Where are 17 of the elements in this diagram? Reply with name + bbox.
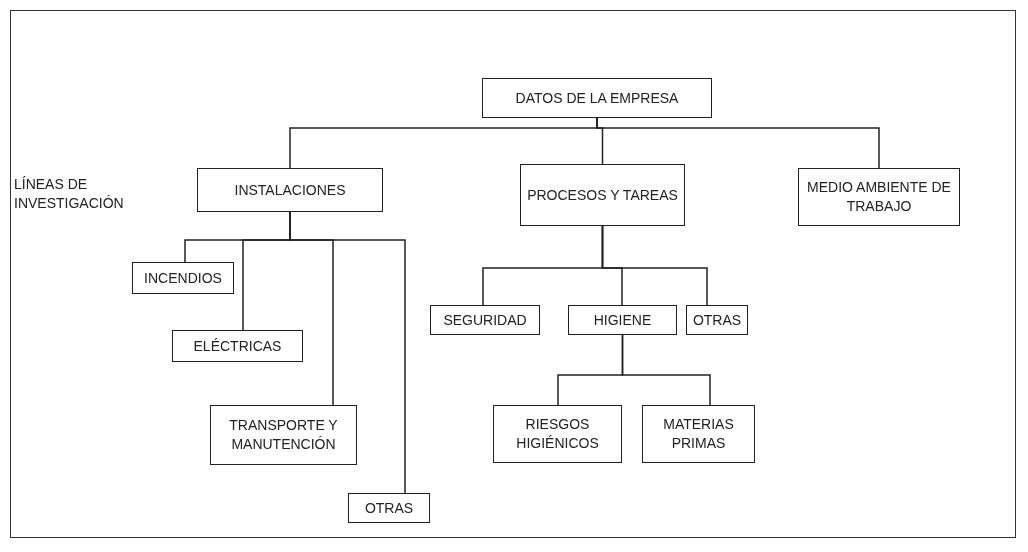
side-note: LÍNEAS DE INVESTIGACIÓN — [14, 175, 125, 213]
category-box: INSTALACIONES — [197, 168, 383, 212]
category-box: OTRAS — [348, 493, 430, 523]
category-box: DATOS DE LA EMPRESA — [482, 78, 712, 118]
connector-line — [621, 334, 711, 406]
category-box: MEDIO AMBIENTE DE TRABAJO — [798, 168, 960, 226]
category-box: SEGURIDAD — [430, 305, 540, 335]
category-box: RIESGOS HIGIÉNICOS — [493, 405, 622, 463]
category-box: MATERIAS PRIMAS — [642, 405, 755, 463]
category-box: TRANSPORTE Y MANUTENCIÓN — [210, 405, 357, 465]
category-box: PROCESOS Y TAREAS — [520, 164, 685, 226]
category-box: OTRAS — [686, 305, 748, 335]
connector-line — [596, 117, 880, 169]
connector-line — [601, 225, 708, 306]
category-box: INCENDIOS — [132, 262, 234, 294]
category-box: HIGIENE — [568, 305, 677, 335]
category-box: ELÉCTRICAS — [172, 330, 303, 362]
